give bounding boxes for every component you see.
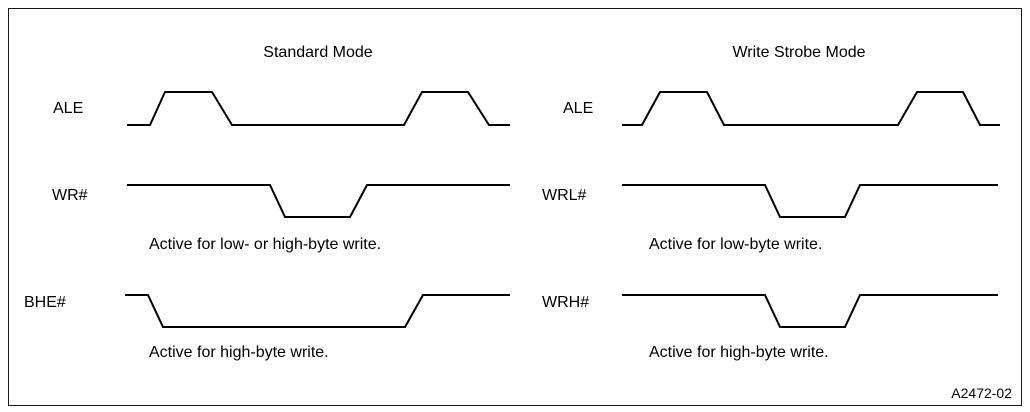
signal-label-ale-standard: ALE (53, 100, 83, 117)
signal-label-wrh: WRH# (542, 294, 589, 311)
waveform-wrh (622, 294, 998, 328)
waveform-bhe (125, 294, 510, 328)
note-bhe: Active for high-byte write. (149, 344, 329, 361)
note-wrh: Active for high-byte write. (649, 344, 829, 361)
note-wr: Active for low- or high-byte write. (149, 236, 381, 253)
waveform-ale-standard (127, 91, 510, 126)
waveform-wr (127, 184, 510, 218)
standard-mode-title: Standard Mode (263, 44, 373, 61)
signal-label-bhe: BHE# (24, 294, 66, 311)
waveform-wrl (622, 184, 998, 218)
write-strobe-mode-title: Write Strobe Mode (732, 44, 865, 61)
waveform-ale-strobe (622, 91, 1000, 126)
signal-label-wrl: WRL# (542, 187, 587, 204)
figure-id: A2472-02 (951, 385, 1012, 401)
note-wrl: Active for low-byte write. (649, 236, 822, 253)
signal-label-ale-strobe: ALE (563, 100, 593, 117)
diagram-frame (8, 8, 1022, 406)
signal-label-wr: WR# (52, 187, 88, 204)
